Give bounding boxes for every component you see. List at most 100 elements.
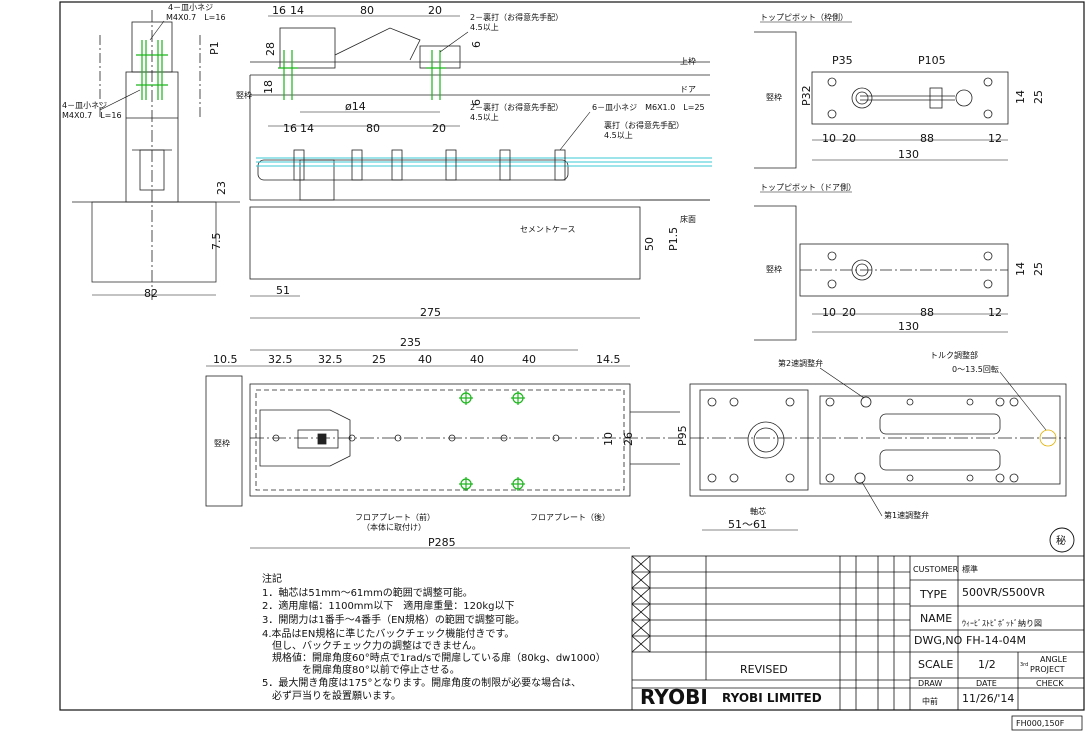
plan-view-green-marks [459, 391, 525, 491]
dwgno-label: DWG,NO [914, 634, 963, 647]
dim-16a: 16 [272, 4, 286, 17]
dim-20a: 20 [428, 4, 442, 17]
sheet-code: FH000,150F [1016, 719, 1065, 728]
side-view-green-screws [136, 40, 168, 100]
dim-6: 6 [470, 41, 483, 48]
plan-view [205, 375, 680, 507]
note-line-1: 1．軸芯は51mm～61mmの範囲で調整可能。 [262, 586, 473, 599]
dim-235: 235 [400, 336, 421, 349]
jamb-label-pivot-frame: 竪枠 [766, 92, 782, 102]
draw-value: 中前 [922, 696, 938, 706]
note-line-8: 5．最大開き角度は175°となります。開扉角度の制限が必要な場合は、 [262, 676, 581, 689]
top-pivot-door [754, 205, 1009, 341]
dim-14d: 14 [1014, 262, 1027, 276]
front-elevation [249, 27, 710, 280]
screw6-label: 6－皿小ネジ M6X1.0 L=25 [592, 103, 705, 112]
name-value: ｳｨｰﾋﾞｽﾄﾋﾟﾎﾞｯﾄﾞ納り図 [962, 618, 1042, 628]
name-label: NAME [920, 612, 952, 625]
type-label: TYPE [919, 588, 947, 601]
dim-32-5a: 32.5 [268, 353, 293, 366]
revised-label: REVISED [740, 663, 788, 676]
dim-14c: 14 [1014, 90, 1027, 104]
dim-28: 28 [264, 42, 277, 56]
floor-plate-front: フロアプレート（前） [355, 512, 435, 522]
screw-row-six [293, 149, 566, 181]
date-value: 11/26/'14 [962, 692, 1014, 705]
tap2-bot-label: 2－裏打（お得意先手配） [470, 102, 563, 112]
dwgno-value: FH-14-04M [966, 634, 1026, 647]
dim-p95: P95 [676, 425, 689, 446]
cement-case-label: セメントケース [520, 225, 575, 234]
note-line-4: 4.本品はEN規格に準じたバックチェック機能付きです。 [262, 627, 514, 640]
check-label: CHECK [1036, 679, 1064, 688]
jamb-label-pivot-door: 竪枠 [766, 264, 782, 274]
screw-4-left-spec: M4X0.7 L=16 [62, 111, 122, 120]
angle-label: ANGLE [1040, 655, 1067, 664]
dim-18: 18 [262, 80, 275, 94]
dim-p105: P105 [918, 54, 946, 67]
customer-label: CUSTOMER [913, 565, 959, 574]
dim-14-5: 14.5 [596, 353, 621, 366]
dim-p285: P285 [428, 536, 456, 549]
dim-10: 10 [602, 432, 615, 446]
valve1-label: 第1速調整弁 [884, 510, 929, 520]
floor-plate-rear: フロアプレート（後） [530, 512, 610, 522]
dim-p1: P1 [208, 41, 221, 55]
dim-25b: 25 [1032, 90, 1045, 104]
dim-88a: 88 [920, 132, 934, 145]
dim-88b: 88 [920, 306, 934, 319]
dim-130b: 130 [898, 320, 919, 333]
dim-82: 82 [144, 287, 158, 300]
dim-40b: 40 [470, 353, 484, 366]
dim-10-5: 10.5 [213, 353, 238, 366]
draw-label: DRAW [918, 679, 942, 688]
dim-20c: 20 [842, 132, 856, 145]
dim-20b: 20 [432, 122, 446, 135]
top-pivot-door-title: トップピボット（ドア側） [760, 182, 856, 192]
dim-12b: 12 [988, 306, 1002, 319]
plan-view-holes [272, 434, 560, 442]
top-pivot-frame [754, 31, 1009, 169]
dim-12a: 12 [988, 132, 1002, 145]
dim-dia14: ø14 [345, 100, 366, 113]
dim-32-5b: 32.5 [318, 353, 343, 366]
notes-heading: 注記 [262, 572, 282, 585]
note-line-6: 規格値：開扉角度60°時点で1rad/sで開扉している扉（80kg、dw1000… [262, 651, 606, 664]
jamb-label-side: 竪枠 [236, 90, 252, 100]
tap2-top-depth: 4.5以上 [470, 23, 499, 32]
screw-4-top-spec: M4X0.7 L=16 [166, 13, 226, 22]
valve2-label: 第2速調整弁 [778, 358, 823, 368]
top-pivot-frame-title: トップピボット（枠側） [760, 12, 848, 22]
dim-p32: P32 [800, 85, 813, 106]
dim-51: 51 [276, 284, 290, 297]
dim-p35: P35 [832, 54, 853, 67]
customer-value: 標準 [962, 564, 978, 574]
note-line-9: 必ず戸当りを設置願います。 [262, 689, 401, 702]
upper-frame-label: 上枠 [680, 56, 696, 66]
axis-label: 軸芯 [750, 506, 766, 516]
front-elevation-cyan-lines [256, 157, 712, 167]
scale-value: 1/2 [978, 658, 996, 671]
scale-label: SCALE [918, 658, 953, 671]
company-name: RYOBI LIMITED [722, 691, 822, 705]
note-line-5: 但し、バックチェック力の調整はできません。 [262, 639, 482, 652]
sheet-border [59, 1, 1085, 711]
front-elevation-green-screws [278, 50, 446, 100]
dim-14a: 14 [290, 4, 304, 17]
dim-25c: 25 [1032, 262, 1045, 276]
dim-40a: 40 [418, 353, 432, 366]
dim-80b: 80 [366, 122, 380, 135]
dim-23: 23 [215, 181, 228, 195]
notes-block: 注記 1．軸芯は51mm～61mmの範囲で調整可能。 2．適用扉幅：1100mm… [262, 572, 606, 702]
dim-80a: 80 [360, 4, 374, 17]
dim-26: 26 [622, 432, 635, 446]
side-view [72, 10, 240, 300]
dim-50: 50 [643, 237, 656, 251]
jamb-label-plan: 竪枠 [214, 438, 230, 448]
dim-275: 275 [420, 306, 441, 319]
floor-plate-front-sub: （本体に取付け） [362, 522, 426, 532]
dim-p1-5: P1.5 [667, 227, 680, 251]
dim-10c: 10 [822, 132, 836, 145]
door-label: ドア [680, 85, 696, 94]
